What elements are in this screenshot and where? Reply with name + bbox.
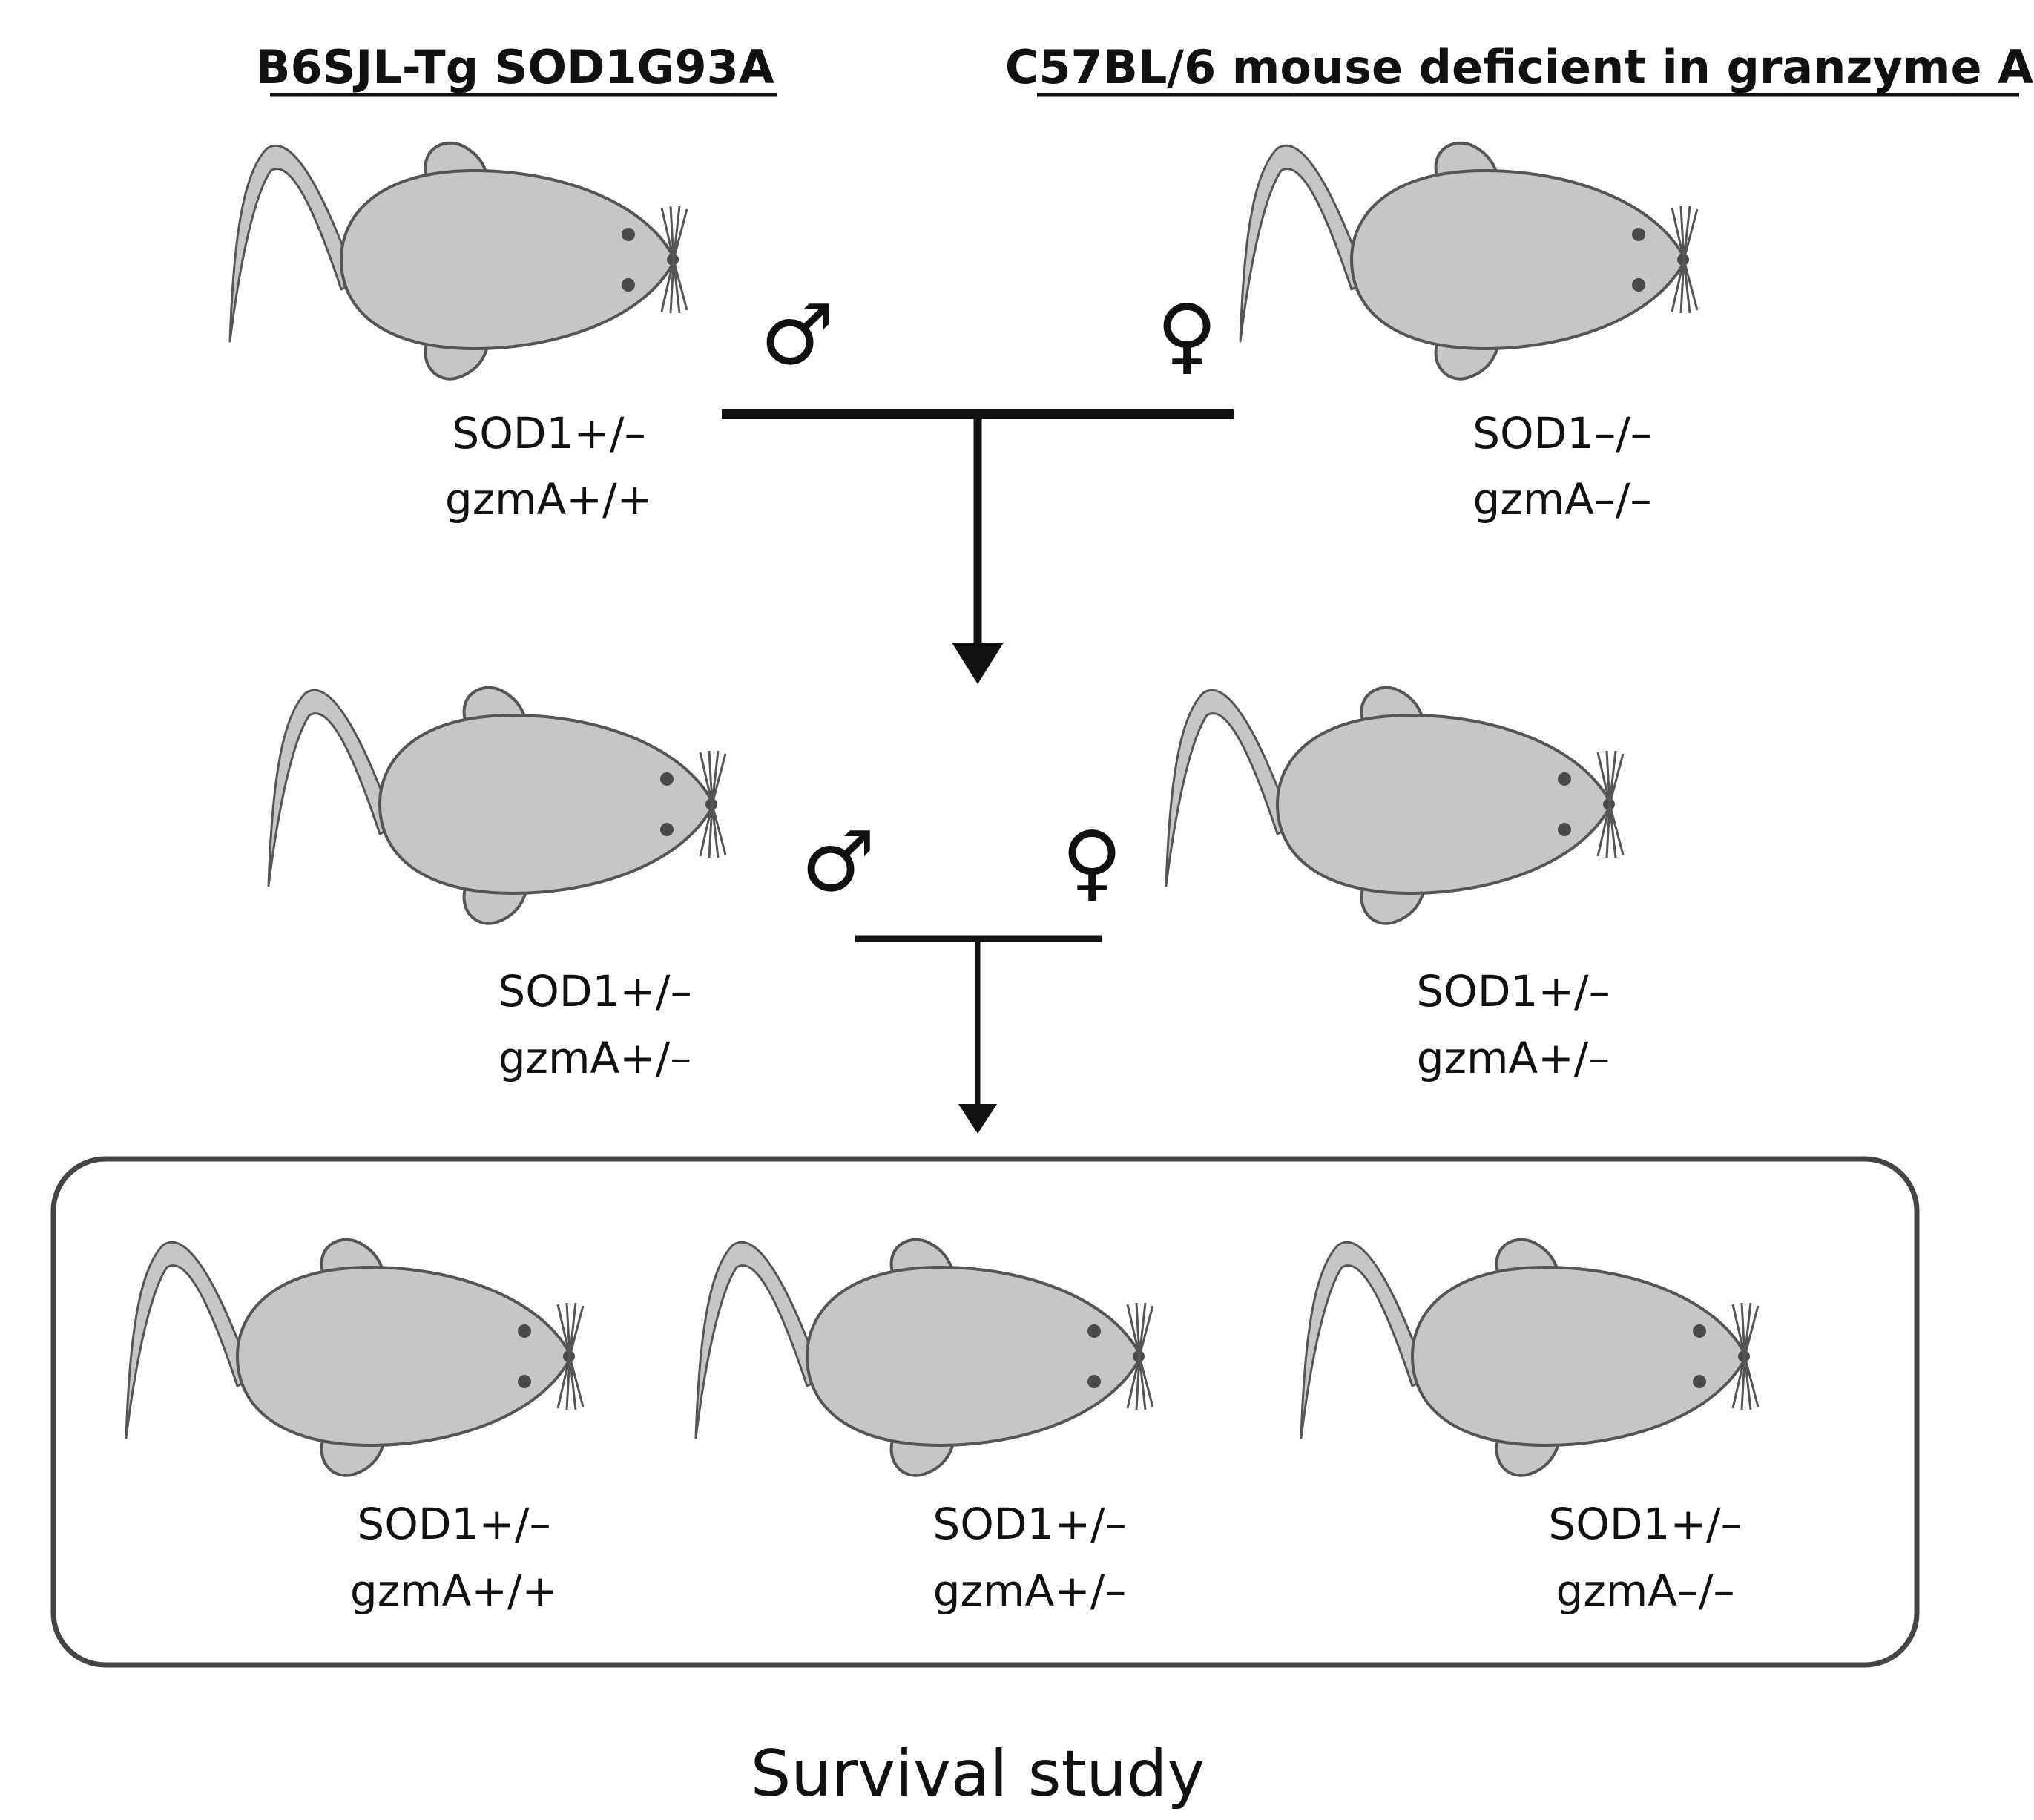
parent-cross-arrowhead (952, 643, 1004, 684)
parent-male-genotype-sod1: SOD1+/– (452, 408, 645, 459)
offspring-3-genotype-gzma: gzmA–/– (1556, 1566, 1735, 1616)
f1-male-mouse (267, 686, 727, 925)
right-strain-title: C57BL/6 mouse deficient in granzyme A (1005, 40, 2033, 94)
offspring-1-genotype-gzma: gzmA+/+ (350, 1566, 558, 1616)
f1-female-mouse (1165, 686, 1625, 925)
parent-male-mouse (228, 141, 688, 381)
offspring-mouse-2 (694, 1238, 1154, 1477)
f1-male-genotype-gzma: gzmA+/– (498, 1033, 692, 1083)
offspring-2-genotype-sod1: SOD1+/– (932, 1499, 1126, 1549)
parent-female-mouse (1239, 141, 1699, 381)
survival-study-caption: Survival study (751, 1737, 1205, 1811)
parent-male-genotype-gzma: gzmA+/+ (445, 474, 653, 525)
offspring-mouse-3 (1300, 1238, 1760, 1477)
offspring-mouse-1 (125, 1238, 585, 1477)
left-strain-title: B6SJL-Tg SOD1G93A (255, 40, 774, 94)
offspring-3-genotype-sod1: SOD1+/– (1548, 1499, 1742, 1549)
parent-female-genotype-sod1: SOD1–/– (1472, 408, 1652, 459)
f1-female-symbol: ♀ (1062, 814, 1122, 910)
offspring-1-genotype-sod1: SOD1+/– (357, 1499, 550, 1549)
offspring-2-genotype-gzma: gzmA+/– (933, 1566, 1127, 1616)
f1-female-genotype-sod1: SOD1+/– (1416, 966, 1610, 1016)
f1-male-genotype-sod1: SOD1+/– (498, 966, 691, 1016)
f1-female-genotype-gzma: gzmA+/– (1417, 1033, 1610, 1083)
parent-female-genotype-gzma: gzmA–/– (1473, 474, 1652, 525)
f1-male-symbol: ♂ (801, 814, 875, 910)
male-symbol: ♂ (760, 287, 835, 384)
offspring-box (50, 1156, 1920, 1668)
f1-cross-arrowhead (958, 1104, 997, 1134)
female-symbol: ♀ (1156, 287, 1217, 384)
